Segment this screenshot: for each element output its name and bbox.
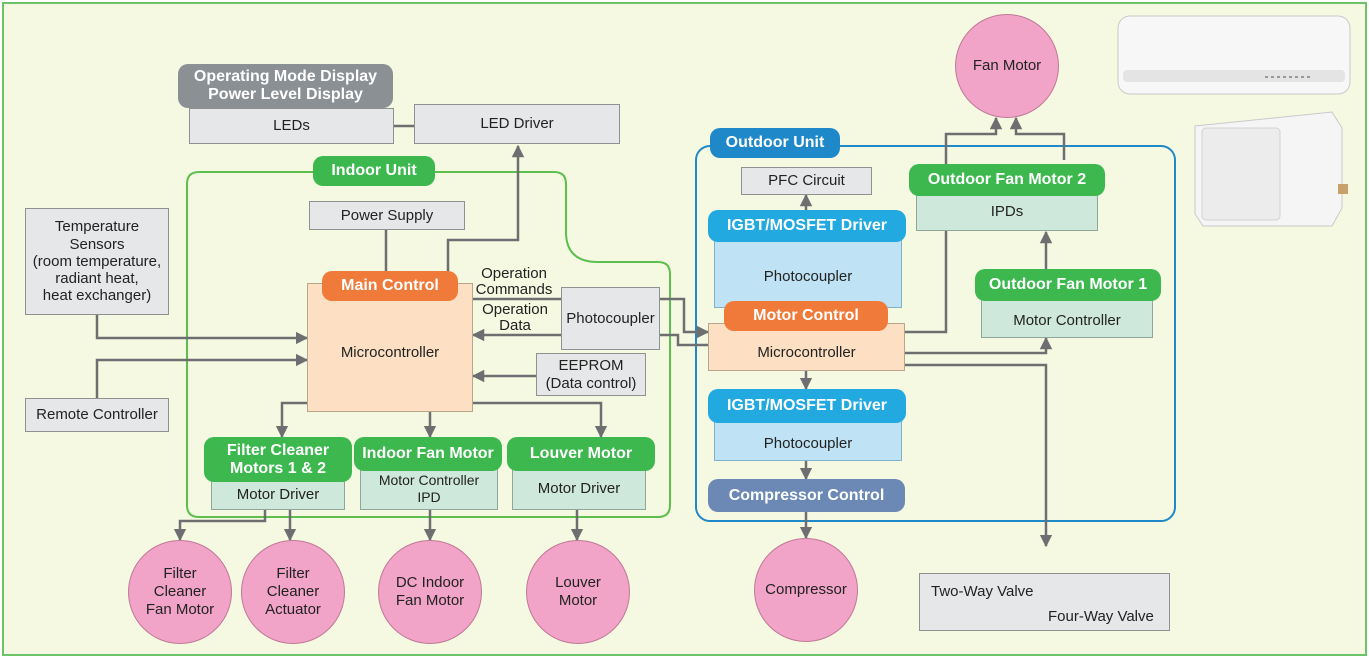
main-microcontroller: Microcontroller <box>307 283 473 412</box>
outdoor-microcontroller: Microcontroller <box>708 323 905 371</box>
filter-motor-driver-box: Motor Driver <box>211 479 345 510</box>
display-header-line2: Power Level Display <box>208 86 363 103</box>
op-data-line2: Data <box>499 316 531 334</box>
remote-controller-box: Remote Controller <box>25 398 169 432</box>
dc-indoor-line2: Fan Motor <box>395 592 465 609</box>
outdoor-unit-title: Outdoor Unit <box>710 128 840 158</box>
filter-cleaner-actuator: Filter Cleaner Actuator <box>241 540 345 644</box>
outdoor-fan-motor: Fan Motor <box>955 14 1059 118</box>
compressor-motor: Compressor <box>754 538 858 642</box>
op-commands-line1: Operation <box>481 265 547 282</box>
indoor-fan-controller-box: Motor Controller IPD <box>360 467 498 510</box>
louver-line2: Motor <box>558 592 598 609</box>
eeprom-box: EEPROM (Data control) <box>536 353 646 396</box>
four-way-valve-label: Four-Way Valve <box>1048 608 1154 625</box>
indoor-unit-illustration <box>1117 15 1351 95</box>
pfc-circuit-box: PFC Circuit <box>741 167 872 195</box>
arrow-fan-motor-a <box>905 116 1003 334</box>
temp-line-5: heat exchanger) <box>42 287 152 305</box>
filter-header-line1: Filter Cleaner <box>226 441 330 459</box>
display-header: Operating Mode Display Power Level Displ… <box>178 64 393 108</box>
two-way-valve-label: Two-Way Valve <box>931 583 1034 600</box>
arrow-fan1 <box>905 336 1053 355</box>
temperature-sensors-box: Temperature Sensors (room temperature, r… <box>25 208 169 315</box>
eeprom-line2: (Data control) <box>545 374 637 392</box>
dc-indoor-line1: DC Indoor <box>395 574 465 591</box>
arrow-fan-motor-b <box>1009 116 1066 160</box>
indoor-unit-title: Indoor Unit <box>313 156 435 186</box>
led-driver-box: LED Driver <box>414 104 620 144</box>
filter-cleaner-header: Filter Cleaner Motors 1 & 2 <box>204 437 352 482</box>
temp-line-4: radiant heat, <box>55 270 139 288</box>
op-data-line1: Operation <box>482 301 548 318</box>
bottom-igbt-driver-header: IGBT/MOSFET Driver <box>708 389 906 423</box>
operation-data-label: Operation Data <box>476 302 554 334</box>
louver-motor-driver-box: Motor Driver <box>512 467 646 510</box>
arrow-filter-driver <box>275 401 307 439</box>
indoor-unit-region <box>186 171 671 518</box>
arrow-filter-fan <box>173 510 267 542</box>
temp-line-2: Sensors <box>69 235 125 253</box>
fan-controller-line2: IPD <box>417 488 441 505</box>
outdoor-fan-motor-1-header: Outdoor Fan Motor 1 <box>975 269 1161 301</box>
indoor-photocoupler-box: Photocoupler <box>561 287 660 350</box>
louver-motor-header: Louver Motor <box>507 437 655 471</box>
temp-line-1: Temperature <box>54 218 140 236</box>
indoor-fan-motor-header: Indoor Fan Motor <box>354 437 502 471</box>
filter-fan-line1: Filter <box>163 565 197 582</box>
temp-line-3: (room temperature, <box>32 252 162 270</box>
operation-commands-label: Operation Commands <box>474 266 554 298</box>
louver-motor: Louver Motor <box>526 540 630 644</box>
valves-box: Two-Way Valve Four-Way Valve <box>919 573 1170 631</box>
arrow-led-driver <box>446 144 525 283</box>
dc-indoor-fan-motor: DC Indoor Fan Motor <box>378 540 482 644</box>
display-header-line1: Operating Mode Display <box>193 68 378 86</box>
filter-act-line3: Actuator <box>265 601 321 618</box>
filter-fan-line3: Fan Motor <box>145 601 215 618</box>
louver-line1: Louver <box>555 574 601 591</box>
arrow-valves <box>905 363 1053 548</box>
arrow-louver-driver <box>473 401 608 439</box>
filter-fan-line2: Cleaner <box>153 583 207 600</box>
leds-box: LEDs <box>189 108 394 144</box>
power-supply-box: Power Supply <box>309 201 465 230</box>
filter-cleaner-fan-motor: Filter Cleaner Fan Motor <box>128 540 232 644</box>
motor-control-header: Motor Control <box>724 301 888 331</box>
fan-controller-line1: Motor Controller <box>378 472 480 489</box>
eeprom-line1: EEPROM <box>558 357 624 375</box>
filter-header-line2: Motors 1 & 2 <box>229 459 326 477</box>
top-photocoupler-box: Photocoupler <box>714 232 902 308</box>
outdoor-unit-region <box>695 145 1176 522</box>
outdoor-unit-illustration <box>1194 111 1348 227</box>
compressor-control-header: Compressor Control <box>708 479 905 512</box>
op-commands-line2: Commands <box>475 280 553 298</box>
arrow-remote <box>95 353 309 398</box>
filter-act-line2: Cleaner <box>266 583 320 600</box>
main-control-header: Main Control <box>322 271 458 301</box>
outdoor-fan-motor-2-header: Outdoor Fan Motor 2 <box>909 164 1105 196</box>
arrow-sensors <box>95 315 309 345</box>
top-igbt-driver-header: IGBT/MOSFET Driver <box>708 210 906 242</box>
filter-act-line1: Filter <box>276 565 310 582</box>
